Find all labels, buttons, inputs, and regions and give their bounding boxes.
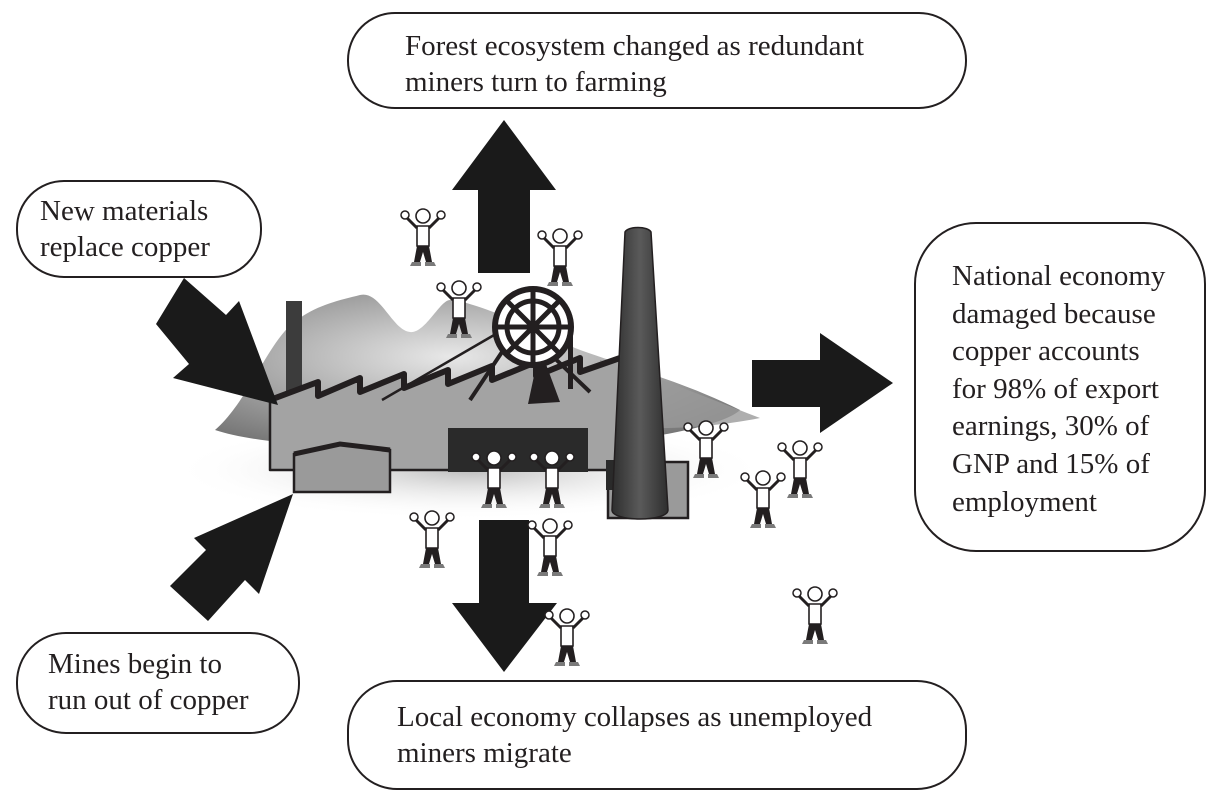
national-economy-text: National economy damaged because copper … <box>952 260 1166 518</box>
new-materials-bubble: New materials replace copper <box>16 180 262 278</box>
local-economy-text: Local economy collapses as unemployed mi… <box>397 701 873 769</box>
arrow-down-icon <box>452 520 557 672</box>
mines-running-out-text: Mines begin to run out of copper <box>48 648 249 716</box>
person-icon <box>791 585 839 646</box>
person-icon <box>536 227 584 288</box>
arrow-in-topleft-icon <box>156 278 278 405</box>
person-icon <box>776 439 824 500</box>
new-materials-text: New materials replace copper <box>40 195 210 263</box>
local-economy-bubble: Local economy collapses as unemployed mi… <box>347 680 967 790</box>
forest-ecosystem-text: Forest ecosystem changed as redundant mi… <box>405 30 865 98</box>
person-icon <box>399 207 447 268</box>
mine-headframe-icon <box>381 286 592 404</box>
mines-running-out-bubble: Mines begin to run out of copper <box>16 632 300 734</box>
national-economy-bubble: National economy damaged because copper … <box>914 222 1206 552</box>
person-icon <box>543 607 591 668</box>
chimney-icon <box>611 226 669 520</box>
forest-ecosystem-bubble: Forest ecosystem changed as redundant mi… <box>347 12 967 109</box>
arrow-right-icon <box>752 333 893 433</box>
person-icon <box>408 509 456 570</box>
small-chimney-icon <box>286 301 302 411</box>
arrow-in-bottomleft-icon <box>170 494 293 621</box>
arrow-up-icon <box>452 120 556 273</box>
person-icon <box>739 469 787 530</box>
person-icon <box>526 517 574 578</box>
